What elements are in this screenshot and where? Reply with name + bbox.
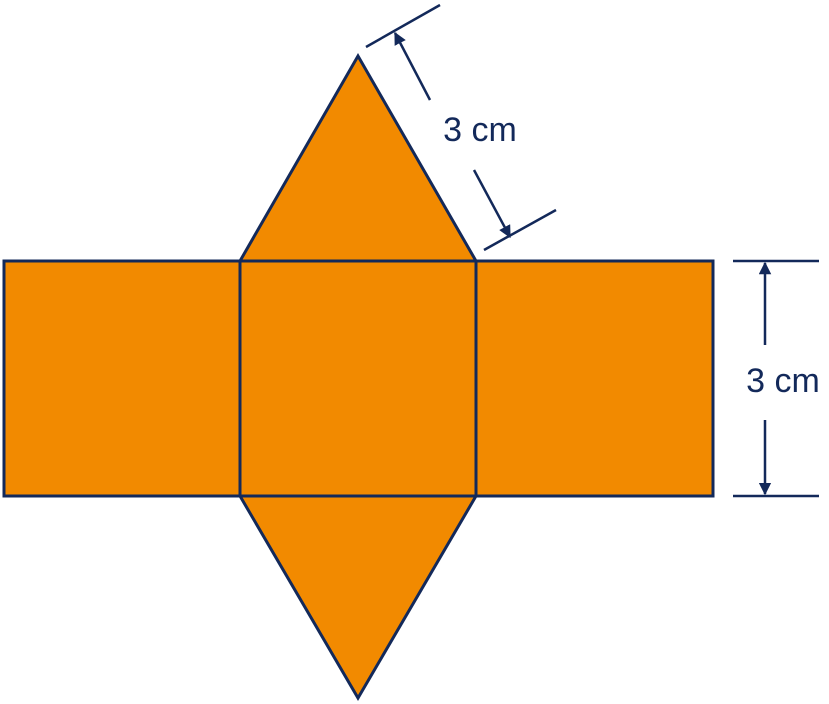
slant-edge-label: 3 cm bbox=[443, 111, 517, 149]
slant-dimension-arrow-lower bbox=[472, 169, 512, 239]
top-triangle-face bbox=[237, 52, 479, 263]
net-faces bbox=[2, 52, 715, 701]
square-side-label: 3 cm bbox=[746, 362, 820, 400]
center-square-face bbox=[238, 259, 478, 498]
slant-extension-line-top bbox=[365, 3, 441, 49]
square-side-dimension: 3 cm bbox=[733, 259, 820, 498]
bottom-triangle-face bbox=[237, 494, 479, 701]
slant-extension-line-bottom bbox=[483, 208, 557, 252]
left-square-face bbox=[2, 259, 242, 498]
slant-dimension-arrow-upper bbox=[393, 31, 432, 101]
right-square-face bbox=[474, 259, 715, 498]
slant-edge-dimension: 3 cm bbox=[365, 3, 557, 252]
